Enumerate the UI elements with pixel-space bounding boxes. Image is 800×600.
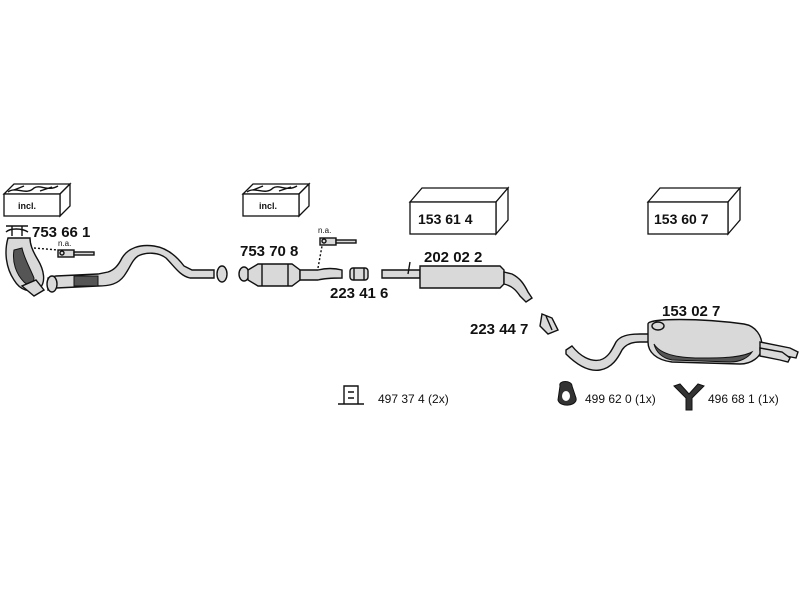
accessory-number-2: 499 62 0 (1x) xyxy=(585,392,656,406)
part-number-clamp-a: 223 41 6 xyxy=(330,285,388,302)
center-silencer xyxy=(381,261,533,303)
accessory-number-3: 496 68 1 (1x) xyxy=(708,392,779,406)
kit-box-1: incl. xyxy=(2,182,72,218)
boxed-part-number-1: 153 61 4 xyxy=(418,211,473,227)
rubber-ring-icon xyxy=(557,381,577,406)
part-number-front-cat: 753 70 8 xyxy=(240,243,298,260)
kit-box-2: incl. xyxy=(241,182,311,218)
kit-incl-label-2: incl. xyxy=(259,201,277,211)
front-catalytic-converter xyxy=(238,263,343,287)
sensor-note-1: n.a. xyxy=(58,239,71,248)
part-number-rear-silencer: 153 02 7 xyxy=(662,303,720,320)
clamp-b xyxy=(539,313,559,335)
manifold-catalytic-converter xyxy=(5,225,46,297)
part-number-manifold-cat: 753 66 1 xyxy=(32,224,90,241)
boxed-part-number-2: 153 60 7 xyxy=(654,211,709,227)
clamp-a xyxy=(349,267,369,281)
part-box-153-60-7: 153 60 7 xyxy=(646,186,742,236)
y-hanger-icon xyxy=(673,383,705,411)
bracket-mount-icon xyxy=(338,385,364,405)
kit-incl-label-1: incl. xyxy=(18,201,36,211)
part-number-center-silencer: 202 02 2 xyxy=(424,249,482,266)
sensor-note-2: n.a. xyxy=(318,226,331,235)
rear-silencer xyxy=(565,318,799,371)
oxygen-sensor-2 xyxy=(317,237,357,269)
front-pipe xyxy=(46,244,228,293)
accessory-number-1: 497 37 4 (2x) xyxy=(378,392,449,406)
part-box-153-61-4: 153 61 4 xyxy=(408,186,510,236)
part-number-clamp-b: 223 44 7 xyxy=(470,321,528,338)
oxygen-sensor-1 xyxy=(33,247,95,258)
